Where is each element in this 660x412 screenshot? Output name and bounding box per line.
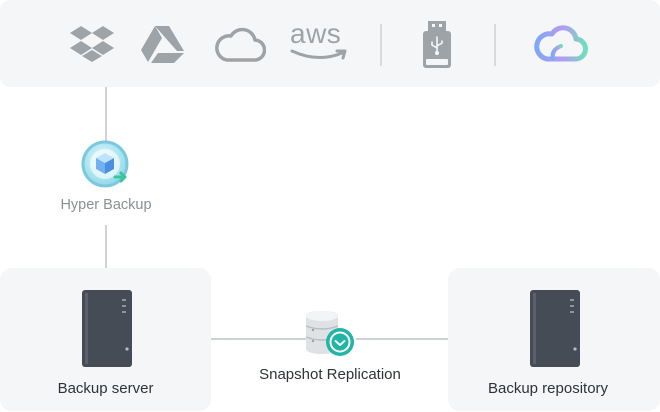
- connector-line: [356, 338, 448, 340]
- backup-repository-label: Backup repository: [487, 380, 609, 397]
- google-drive-icon: [141, 26, 184, 63]
- hyper-backup-icon: [81, 140, 129, 188]
- snapshot-replication-label: Snapshot Replication: [259, 366, 401, 383]
- aws-logo: aws: [290, 18, 342, 49]
- divider: [494, 24, 496, 66]
- cloud-icon: [215, 27, 266, 62]
- nas-server-icon: [530, 290, 580, 367]
- nas-server-icon: [82, 290, 132, 367]
- connector-line: [211, 338, 306, 340]
- backup-destinations-panel: [0, 0, 660, 87]
- snapshot-replication-icon: [305, 311, 354, 356]
- connector-line: [105, 87, 107, 142]
- usb-drive-icon: [423, 21, 451, 68]
- divider: [380, 24, 382, 66]
- hyper-backup-label: Hyper Backup: [60, 197, 152, 213]
- dropbox-icon: [70, 26, 114, 62]
- synology-c2-icon: [534, 25, 588, 62]
- aws-smile-icon: [290, 49, 347, 60]
- connector-line: [105, 225, 107, 268]
- backup-server-label: Backup server: [57, 380, 154, 397]
